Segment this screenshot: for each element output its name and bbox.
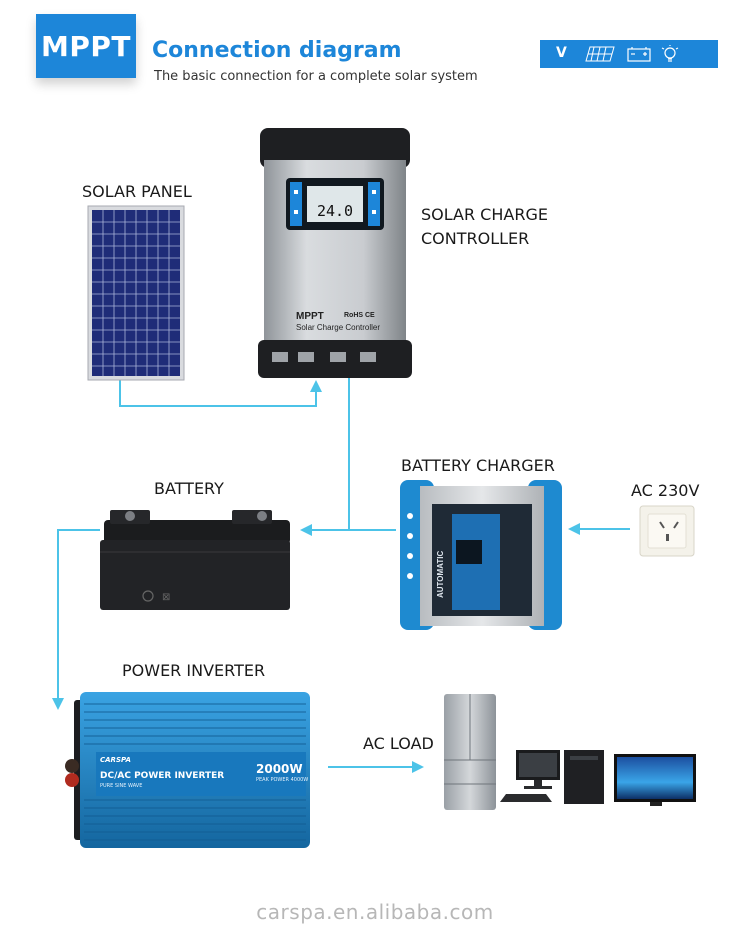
solar-panel-label: SOLAR PANEL [82, 182, 192, 201]
desktop-computer-image [500, 750, 604, 804]
power-inverter-image [65, 692, 310, 848]
header-bar-icons [585, 45, 679, 62]
refrigerator-image [444, 694, 496, 810]
controller-model: Solar Charge Controller [296, 323, 381, 332]
arrowheads [52, 380, 580, 773]
controller-to-battery-wire [308, 378, 350, 531]
battery-label: BATTERY [154, 479, 224, 498]
solar-panel-image [87, 205, 185, 381]
charger-side-text: AUTOMATIC [436, 550, 445, 598]
controller-label-line2: CONTROLLER [421, 229, 530, 248]
arrow-left-charger [568, 523, 580, 535]
arrow-up-controller [310, 380, 322, 392]
panel-to-controller-wire [119, 380, 317, 407]
ac-230v-label: AC 230V [631, 481, 700, 500]
wiring [57, 378, 630, 768]
television-image [614, 754, 696, 806]
controller-label-line1: SOLAR CHARGE [421, 205, 548, 224]
controller-cert: RoHS CE [344, 312, 375, 319]
charge-controller-image [258, 128, 412, 378]
ac-outlet-image [639, 505, 695, 557]
battery-charger-image [400, 480, 562, 630]
controller-display-value: 24.0 [316, 202, 354, 220]
bulb-icon [661, 45, 679, 62]
header-bar-letter: V [556, 45, 567, 61]
header-bar: V [540, 40, 718, 68]
inverter-name: DC/AC POWER INVERTER [100, 771, 225, 781]
battery-icon [627, 47, 651, 62]
inverter-wave: PURE SINE WAVE [100, 783, 143, 789]
battery-charger-label: BATTERY CHARGER [401, 456, 555, 475]
power-inverter-label: POWER INVERTER [122, 661, 266, 680]
svg-text:⊠: ⊠ [162, 592, 170, 603]
solar-panel-icon [585, 46, 615, 62]
inverter-power: 2000W [256, 762, 303, 776]
controller-brand: MPPT [296, 311, 324, 322]
battery-to-inverter-wire [57, 529, 100, 702]
inverter-brand: CARSPA [100, 756, 131, 764]
arrow-left-battery [300, 524, 312, 536]
inverter-peak: PEAK POWER 4000W [256, 777, 309, 783]
footer-watermark: carspa.en.alibaba.com [256, 900, 494, 924]
page-subtitle: The basic connection for a complete sola… [154, 69, 478, 84]
arrow-down-inverter [52, 698, 64, 710]
ac-load-label: AC LOAD [363, 734, 434, 753]
page-title: Connection diagram [152, 38, 402, 63]
mppt-badge: MPPT [36, 14, 136, 78]
battery-image: ⊠ [100, 510, 290, 610]
arrow-right-load [412, 761, 424, 773]
